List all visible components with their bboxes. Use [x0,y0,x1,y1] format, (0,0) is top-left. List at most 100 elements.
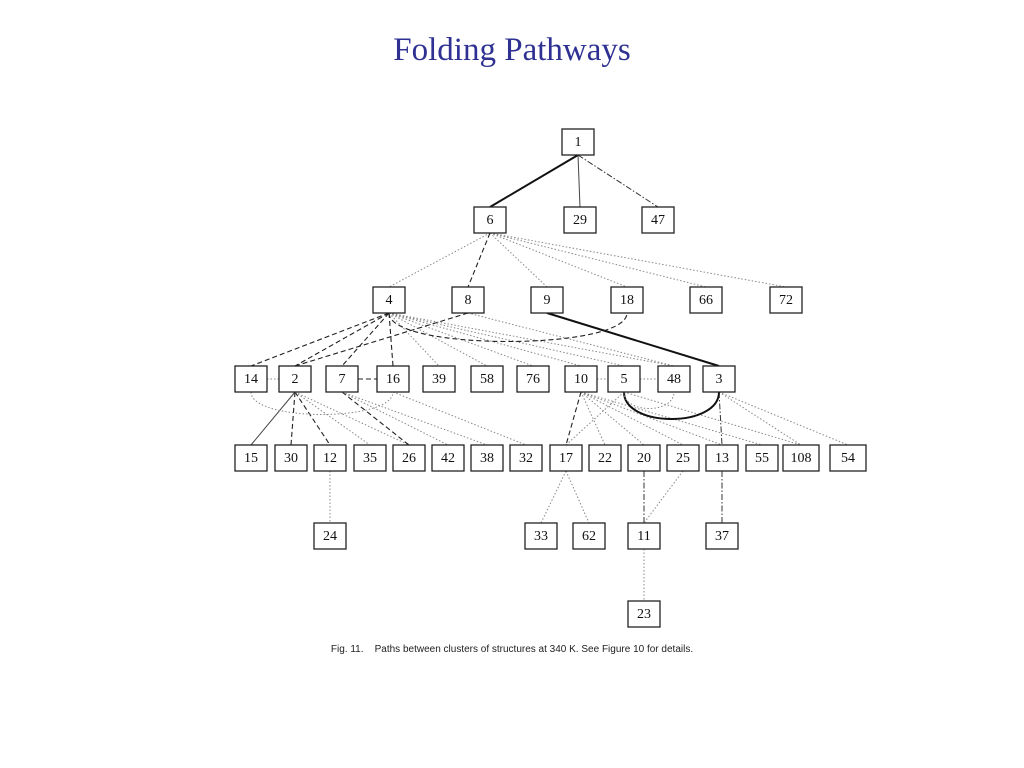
cluster-node-13: 13 [705,444,739,472]
cluster-node-37: 37 [705,522,739,550]
edge-2-35 [294,391,371,446]
edge-4-16 [388,312,394,367]
cluster-box [422,365,456,393]
cluster-box [473,206,507,234]
cluster-node-24: 24 [313,522,347,550]
cluster-label: 11 [637,529,650,544]
edge-17-33 [540,470,567,524]
edge-5-108 [623,391,802,446]
cluster-node-42: 42 [431,444,465,472]
cluster-node-8: 8 [451,286,485,314]
figure-caption: Fig. 11. Paths between clusters of struc… [330,644,694,655]
cluster-node-1: 1 [561,128,595,156]
cluster-node-58: 58 [470,365,504,393]
cluster-label: 29 [573,213,587,228]
edge-7-42 [341,391,449,446]
cluster-box [392,444,426,472]
cluster-label: 3 [716,372,723,387]
cluster-label: 15 [244,451,258,466]
cluster-node-62: 62 [572,522,606,550]
edge-2-12 [294,391,331,446]
edge-1-29 [577,154,581,208]
cluster-label: 1 [575,135,582,150]
curve-5-48 [623,391,675,409]
cluster-box [278,365,312,393]
edge-4-76 [388,312,534,367]
cluster-box [627,522,661,550]
cluster-box [470,365,504,393]
cluster-box [274,444,308,472]
cluster-node-6: 6 [473,206,507,234]
cluster-box [689,286,723,314]
cluster-box [607,365,641,393]
edge-6-72 [489,232,787,288]
cluster-label: 66 [699,293,713,308]
cluster-node-16: 16 [376,365,410,393]
cluster-label: 9 [544,293,551,308]
edge-2-15 [250,391,296,446]
cluster-label: 54 [841,451,855,466]
curve-14-16 [250,391,394,415]
cluster-label: 12 [323,451,337,466]
cluster-node-35: 35 [353,444,387,472]
cluster-node-7: 7 [325,365,359,393]
edge-6-8 [467,232,491,288]
cluster-node-32: 32 [509,444,543,472]
edge-5-17 [565,391,625,446]
edge-6-66 [489,232,707,288]
cluster-node-15: 15 [234,444,268,472]
edge-3-13 [718,391,723,446]
cluster-node-72: 72 [769,286,803,314]
cluster-box [657,365,691,393]
cluster-box [829,444,867,472]
edge-4-10 [388,312,582,367]
edge-3-54 [718,391,849,446]
edge-4-48 [388,312,675,367]
cluster-node-3: 3 [702,365,736,393]
cluster-box [769,286,803,314]
cluster-node-30: 30 [274,444,308,472]
cluster-label: 2 [292,372,299,387]
cluster-label: 32 [519,451,533,466]
cluster-box [705,522,739,550]
cluster-box [325,365,359,393]
cluster-box [524,522,558,550]
cluster-label: 7 [339,372,346,387]
cluster-label: 25 [676,451,690,466]
cluster-label: 35 [363,451,377,466]
cluster-node-54: 54 [829,444,867,472]
cluster-box [372,286,406,314]
edge-8-2 [294,312,469,367]
cluster-box [313,522,347,550]
cluster-label: 22 [598,451,612,466]
edge-10-20 [580,391,645,446]
curve-4-18 [388,312,628,343]
edge-25-11 [643,470,684,524]
cluster-label: 72 [779,293,793,308]
cluster-node-47: 47 [641,206,675,234]
cluster-node-38: 38 [470,444,504,472]
cluster-box [451,286,485,314]
cluster-label: 30 [284,451,298,466]
cluster-node-26: 26 [392,444,426,472]
cluster-box [516,365,550,393]
cluster-node-23: 23 [627,600,661,628]
edge-17-62 [565,470,590,524]
edge-1-47 [577,154,659,208]
cluster-box [572,522,606,550]
cluster-label: 42 [441,451,455,466]
cluster-label: 58 [480,372,494,387]
edge-4-2 [294,312,390,367]
curve-5-3 [623,391,720,420]
cluster-node-2: 2 [278,365,312,393]
edge-layer [250,154,849,601]
cluster-box [627,444,661,472]
cluster-node-66: 66 [689,286,723,314]
edge-6-4 [388,232,491,288]
edge-4-58 [388,312,488,367]
cluster-node-5: 5 [607,365,641,393]
cluster-label: 55 [755,451,769,466]
cluster-box [588,444,622,472]
cluster-node-9: 9 [530,286,564,314]
